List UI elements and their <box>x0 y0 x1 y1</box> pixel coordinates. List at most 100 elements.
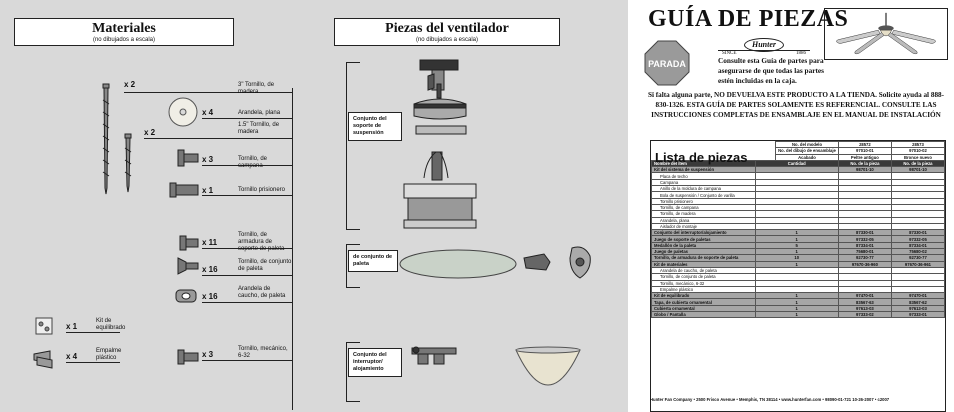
parts-list-table: No. del modelo 28572 28573 No. del dibuj… <box>650 140 946 412</box>
part-qty: x 4 <box>66 352 78 361</box>
part-qty: x 11 <box>202 238 218 247</box>
suspension-bracket <box>346 62 360 230</box>
part-qty: x 16 <box>202 292 218 301</box>
part-number-cell: 83567-62 <box>890 298 946 306</box>
quantity-cell: 1 <box>754 298 839 306</box>
part-number-cell: 92730-77 <box>890 254 946 262</box>
part-qty: x 2 <box>124 80 136 89</box>
set-screw-icon <box>169 182 199 198</box>
parts-list-title: Lista de piezas <box>655 150 748 165</box>
parts-table: No. del modelo 28572 28573 No. del dibuj… <box>651 140 946 319</box>
canopy-screw-icon <box>177 149 199 167</box>
materials-title-box: Materiales (no dibujados a escala) <box>14 18 234 46</box>
parts-row: Arandela de caucho, de paleta <box>651 266 946 275</box>
part-name-cell: Globo / Pantalla <box>651 310 756 319</box>
brand-logo: Hunter SINCE 1886 <box>718 38 810 58</box>
part-label: Tornillo, de conjunto de paleta <box>238 259 292 272</box>
leader-line <box>202 302 292 303</box>
quantity-cell <box>754 266 839 275</box>
part-qty: x 16 <box>202 265 218 274</box>
part-qty: x 1 <box>202 186 214 195</box>
suspension-group-label: Conjunto del soporte de suspensión <box>348 112 402 141</box>
leader-line <box>66 362 120 363</box>
long-wood-screw-icon <box>102 83 110 195</box>
brand-since: SINCE <box>722 51 737 56</box>
blade-medallion-icon <box>569 246 591 279</box>
stop-sign-text: PARADA <box>648 59 686 69</box>
quantity-cell <box>754 273 839 281</box>
part-number-cell <box>890 273 946 281</box>
part-qty: x 4 <box>202 108 214 117</box>
blade-bracket-line <box>346 244 360 288</box>
motor-housing-icon <box>403 151 477 229</box>
quantity-cell <box>754 285 839 294</box>
parts-row: Tornillo, de armadura de soporte de pale… <box>651 254 946 262</box>
part-label: Kit de equilibrado <box>96 318 126 331</box>
wire-connector-icon <box>33 350 53 369</box>
parts-drawings <box>33 59 591 386</box>
leader-line <box>202 275 292 276</box>
parts-illustration-panel: Materiales (no dibujados a escala) Pieza… <box>0 0 628 412</box>
column-divider <box>292 88 293 410</box>
header-label: No. del dibujo de ensamblaje <box>775 147 839 155</box>
part-number-cell: 97470-01 <box>890 292 946 300</box>
fan-parts-subtitle: (no dibujados a escala) <box>415 37 479 43</box>
part-label: 3" Tornillo, de madera <box>238 82 275 95</box>
switch-group-label: Conjunto del interruptor/ alojamiento <box>348 348 402 377</box>
quantity-cell: 1 <box>754 260 839 268</box>
blade-bracket-screw-icon <box>179 235 199 251</box>
part-qty: x 2 <box>144 128 156 137</box>
fan-parts-title: Piezas del ventilador <box>385 21 509 36</box>
leader-line <box>66 332 120 333</box>
quantity-cell: 10 <box>754 254 839 262</box>
switch-bracket <box>346 342 360 402</box>
fan-parts-title-box: Piezas del ventilador (no dibujados a es… <box>334 18 560 46</box>
guide-title: GUÍA DE PIEZAS <box>648 6 849 32</box>
parts-row: Empalme plástico <box>651 285 946 294</box>
ceiling-fan-illustration <box>824 8 948 60</box>
part-label: Tornillo prisionero <box>238 187 286 193</box>
balance-kit-icon <box>35 317 53 335</box>
company-footer: Hunter Fan Company • 2500 Frisco Avenue … <box>650 397 890 402</box>
leader-line <box>144 138 292 139</box>
part-number-cell: 97670-36-961 <box>890 260 946 268</box>
missing-parts-warning: Si falta alguna parte, NO DEVUELVA ESTE … <box>647 91 945 119</box>
brand-oval: Hunter <box>744 38 784 52</box>
parts-row: Tornillo, de conjunto de paleta <box>651 273 946 281</box>
part-label: Empalme plástico <box>96 348 122 361</box>
part-label: 1.5" Tornillo, de madera <box>238 122 280 135</box>
fan-blade-icon <box>399 249 517 279</box>
part-number-cell <box>890 279 946 287</box>
glass-bowl-icon <box>515 346 581 386</box>
quantity-cell: 1 <box>754 292 839 300</box>
stop-sign-icon: PARADA <box>644 40 690 86</box>
quantity-cell: 1 <box>754 304 839 313</box>
part-number-cell: 97613-03 <box>890 304 946 313</box>
switch-housing-icon <box>411 346 457 365</box>
machine-screw-icon <box>177 349 199 365</box>
leader-line <box>202 195 292 196</box>
flat-washer-icon <box>168 97 198 127</box>
materials-subtitle: (no dibujados a escala) <box>92 37 156 43</box>
part-qty: x 3 <box>202 350 214 359</box>
part-number-cell <box>890 285 946 294</box>
parts-guide-panel: GUÍA DE PIEZAS PARADA Hunter SINCE 1886 … <box>638 0 954 412</box>
leader-line <box>202 118 292 119</box>
quantity-cell: 1 <box>754 310 839 319</box>
rubber-washer-icon <box>175 289 197 303</box>
medium-wood-screw-icon <box>124 133 132 193</box>
brand-year: 1886 <box>796 51 806 56</box>
brand-name: Hunter <box>751 40 776 49</box>
canopy-trim-ring-icon <box>415 125 467 135</box>
blade-group-label: de conjunto de paleta <box>348 250 398 272</box>
leader-line <box>202 360 292 361</box>
part-label: Tornillo, de campana <box>238 156 268 169</box>
leader-line <box>202 165 292 166</box>
parts-row: Tornillo, mecánico, 6-32 <box>651 279 946 287</box>
part-label: Tornillo, de armadura de soporte de pale… <box>238 232 285 252</box>
